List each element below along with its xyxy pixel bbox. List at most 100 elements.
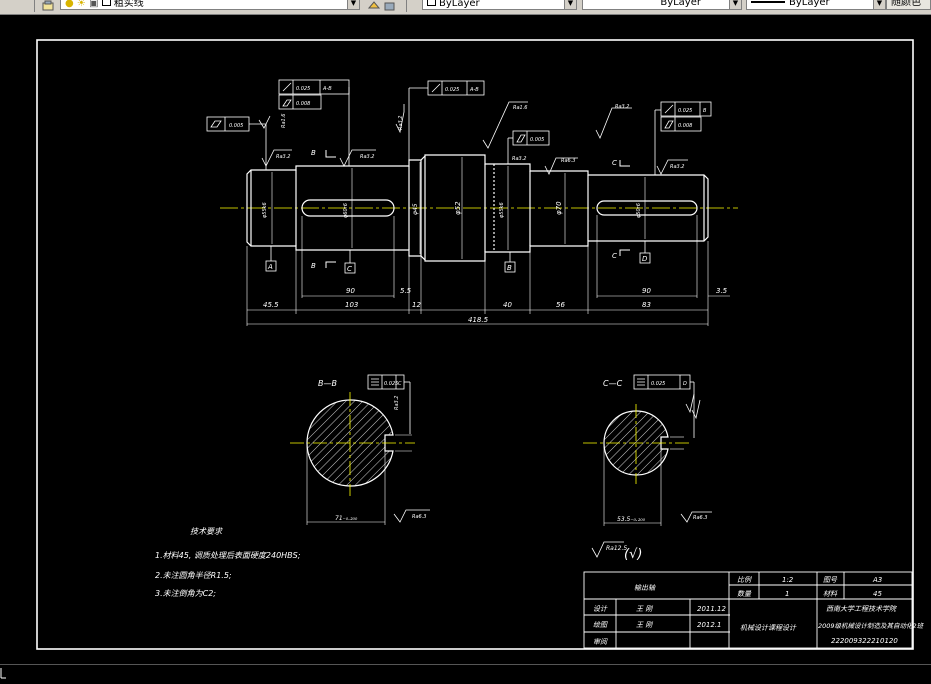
tech-req-item-3: 3.未注倒角为C2; xyxy=(155,589,216,598)
section-label-c-bottom: C xyxy=(612,252,617,260)
roughness-symbols xyxy=(258,101,712,558)
drawing-no-label: 图号 xyxy=(823,576,838,584)
tol-cyl-mid: 0.005 xyxy=(530,137,544,143)
tol-runout-right: 0.025 xyxy=(678,108,692,114)
layer-previous-icon[interactable] xyxy=(384,0,396,11)
shaft-outline xyxy=(246,154,709,262)
drawing-canvas[interactable]: φ55k6 φ60r6 φ55k6 φ50r6 φ45 φ52 φ70 xyxy=(0,15,931,664)
title-block xyxy=(583,571,913,649)
section-title-bb: B—B xyxy=(318,379,337,388)
color-swatch-icon xyxy=(427,0,436,6)
drafter-label: 绘图 xyxy=(593,621,608,629)
layer-name: 粗实线 xyxy=(113,0,144,9)
material-value: 45 xyxy=(873,590,882,598)
color-dropdown[interactable]: ByLayer ▼ xyxy=(422,0,577,10)
drawing-no: A3 xyxy=(872,576,882,584)
tolerance-values: 0.005 0.025 A-B 0.008 0.025 A-B 0.005 0.… xyxy=(229,86,707,387)
layer-color-icon xyxy=(101,0,111,6)
tech-req-item-2: 2.未注圆角半径R1.5; xyxy=(155,571,232,580)
svg-text:φ55k6: φ55k6 xyxy=(499,202,505,218)
svg-text:φ50r6: φ50r6 xyxy=(636,203,642,218)
chevron-down-icon[interactable]: ▼ xyxy=(729,0,741,9)
tol-runout-mid: 0.025 xyxy=(445,87,459,93)
cad-drawing: φ55k6 φ60r6 φ55k6 φ50r6 φ45 φ52 φ70 xyxy=(36,39,925,650)
cylindricity-icon xyxy=(210,120,222,128)
qty-label: 数量 xyxy=(737,590,752,598)
chevron-down-icon[interactable]: ▼ xyxy=(564,0,576,9)
color-value: ByLayer xyxy=(439,0,480,9)
designer-name: 王 刚 xyxy=(636,605,653,613)
cylindricity-icon xyxy=(282,99,292,107)
chevron-down-icon[interactable]: ▼ xyxy=(873,0,885,9)
roughness-r32d: Ra3.2 xyxy=(512,156,527,162)
title-block-text: 输出轴 比例 1:2 图号 A3 数量 1 材料 45 设计 王 刚 2011.… xyxy=(593,576,925,646)
tol-sym-bb-datum: C xyxy=(398,381,402,387)
section-title-cc: C—C xyxy=(603,379,623,388)
layer-visible-icon: ● ☀ xyxy=(65,0,90,9)
dim-90-left: 90 xyxy=(346,287,355,295)
lineweight-sample-icon xyxy=(751,1,785,3)
roughness-r32c: Ra3.2 xyxy=(398,116,404,131)
section-label-c-top: C xyxy=(612,159,617,167)
roughness-r63b: Ra6.3 xyxy=(412,514,427,520)
school-name: 西南大学工程技术学院 xyxy=(826,605,897,613)
plotstyle-value: 随颜色 xyxy=(891,0,921,8)
layer-manager-icon[interactable] xyxy=(42,0,54,11)
dim-418-5: 418.5 xyxy=(468,316,489,324)
chevron-down-icon[interactable]: ▼ xyxy=(347,0,359,9)
roughness-r63c: Ra6.3 xyxy=(693,515,708,521)
svg-text:φ60r6: φ60r6 xyxy=(343,203,349,218)
dim-83: 83 xyxy=(642,301,651,309)
designer-label: 设计 xyxy=(593,605,608,613)
roughness-r16a: Ra1.6 xyxy=(281,114,287,129)
datum-c: C xyxy=(347,265,352,273)
section-label-b-top: B xyxy=(311,149,316,157)
dim-40: 40 xyxy=(503,301,512,309)
designer-date: 2011.12 xyxy=(697,605,726,613)
plotstyle-dropdown[interactable]: 随颜色 xyxy=(886,0,931,10)
status-bar xyxy=(0,664,931,680)
roughness-general-tail: (√) xyxy=(624,547,642,562)
dim-45-5: 45.5 xyxy=(263,301,279,309)
dim-phi70: φ70 xyxy=(555,201,563,215)
tol-runout-left-datum: A-B xyxy=(322,86,332,92)
roughness-r32f: Ra3.2 xyxy=(670,164,685,170)
dim-103: 103 xyxy=(345,301,358,309)
cylindricity-icon xyxy=(664,120,674,129)
datum-a: A xyxy=(267,263,273,271)
layer-lock-icon: ▣ xyxy=(89,0,102,9)
roughness-values: Ra3.2 Ra1.6 Ra3.2 Ra3.2 Ra1.6 Ra3.2 Ra6.… xyxy=(276,104,708,562)
datum-letters: A C B D xyxy=(267,255,648,273)
roughness-general: Ra12.5 xyxy=(606,545,627,552)
reviewer-label: 审阅 xyxy=(593,638,608,646)
runout-icon xyxy=(282,82,292,92)
tol-sym-cc-datum: D xyxy=(683,381,687,387)
length-dimension-lines xyxy=(246,215,730,326)
dim-phi52: φ52 xyxy=(454,201,462,215)
toolbar-separator xyxy=(406,0,407,12)
linetype-dropdown[interactable]: ByLayer ▼ xyxy=(582,0,742,10)
tol-runout-left: 0.025 xyxy=(296,86,310,92)
tolerance-symbols xyxy=(210,82,674,386)
dim-56: 56 xyxy=(556,301,565,309)
technical-requirements: 技术要求 1.材料45, 调质处理后表面硬度240HBS; 2.未注圆角半径R1… xyxy=(155,527,301,598)
dim-phi45: φ45 xyxy=(412,203,419,215)
dim-3-5: 3.5 xyxy=(716,287,728,295)
drafter-date: 2012.1 xyxy=(697,621,722,629)
student-id: 222009322210120 xyxy=(831,637,898,645)
make-current-layer-icon[interactable] xyxy=(367,0,381,9)
svg-text:φ55k6: φ55k6 xyxy=(262,202,268,218)
class-name: 2009级机械设计制造及其自动化2班 xyxy=(818,622,925,630)
cursor-icon xyxy=(0,668,6,679)
lineweight-dropdown[interactable]: ByLayer ▼ xyxy=(746,0,886,10)
dim-90-right: 90 xyxy=(642,287,651,295)
roughness-r63a: Ra6.3 xyxy=(561,158,576,164)
tol-cyl-left: 0.005 xyxy=(229,123,243,129)
toolbar-separator xyxy=(34,0,35,12)
tolerance-frames xyxy=(206,79,712,438)
tol-cyl-left2: 0.008 xyxy=(296,101,310,107)
layer-dropdown[interactable]: ● ☀ ▣ 粗实线 ▼ xyxy=(60,0,360,10)
tol-cyl-right: 0.008 xyxy=(678,123,692,129)
course-name: 机械设计课程设计 xyxy=(740,624,797,632)
tol-runout-right-datum: B xyxy=(703,108,707,114)
